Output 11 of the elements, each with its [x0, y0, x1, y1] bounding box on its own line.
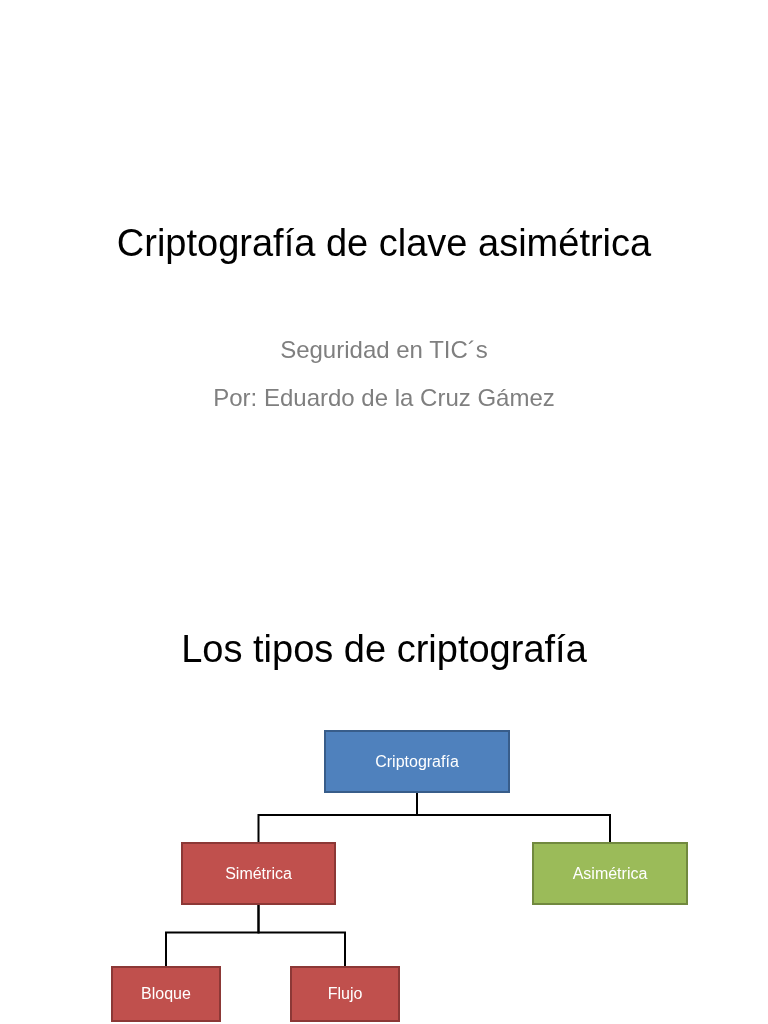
connector-line: [257, 904, 346, 967]
category-box: Asimétrica: [532, 842, 688, 905]
author-line: Por: Eduardo de la Cruz Gámez: [213, 384, 555, 411]
category-box: Flujo: [290, 966, 400, 1022]
slide-title: Los tipos de criptografía: [181, 628, 587, 670]
category-box: Simétrica: [181, 842, 336, 905]
category-box: Bloque: [111, 966, 221, 1022]
slide-title: Criptografía de clave asimétrica: [116, 222, 652, 264]
category-box: Criptografía: [324, 730, 510, 793]
connector-line: [416, 792, 611, 843]
subtitle: Seguridad en TIC´s: [280, 336, 488, 363]
